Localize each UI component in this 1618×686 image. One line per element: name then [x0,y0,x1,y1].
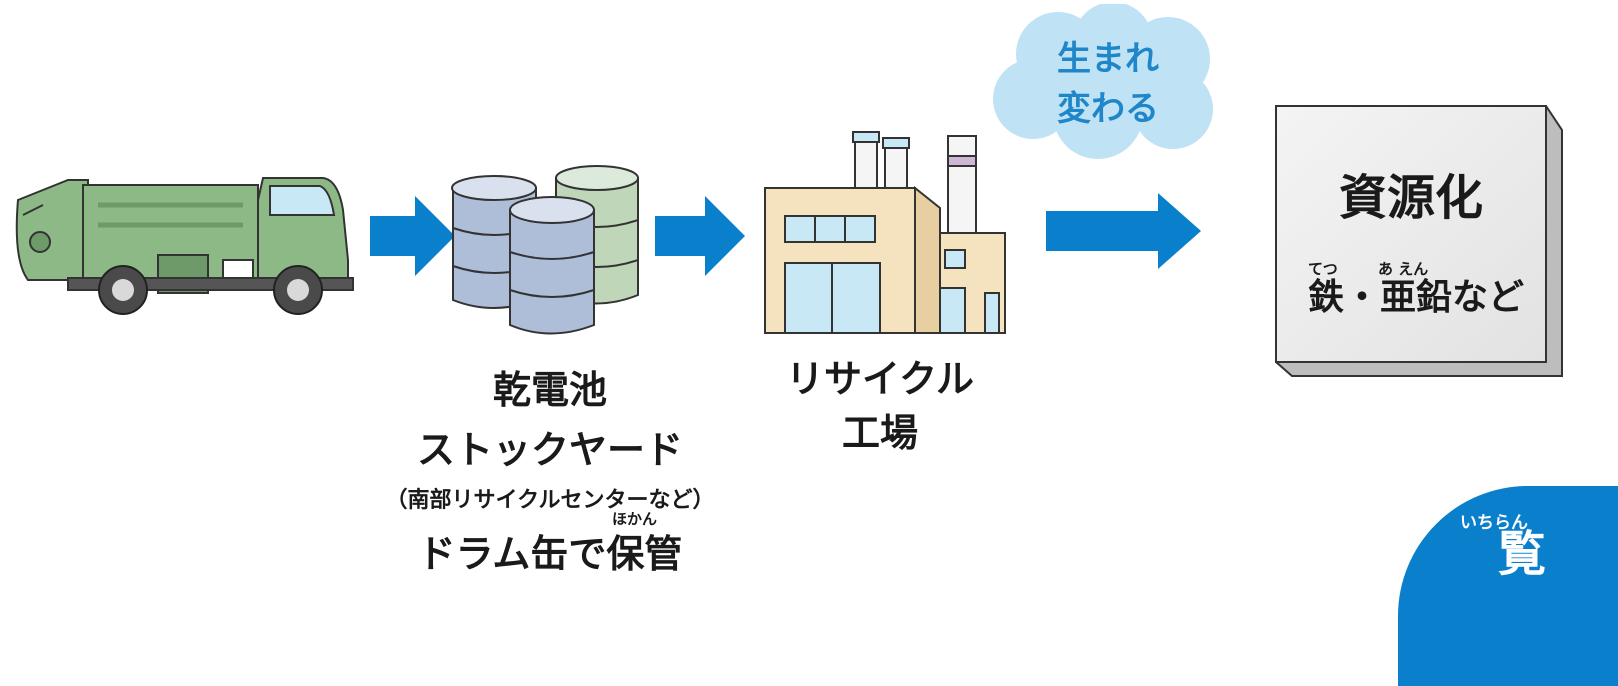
garbage-truck-icon [15,177,354,315]
stock-label-1: 乾電池 [492,368,607,412]
flow-arrow-1 [370,196,455,276]
corner-index-tab[interactable]: いちらん 覧 [1398,486,1618,686]
resource-box-icon [1275,105,1563,377]
cloud-line-1: 生まれ [1057,39,1159,79]
cloud-text: 生まれ 変わる [1018,34,1198,134]
corner-tab-text: 覧 [1498,526,1547,582]
resource-title: 資源化 [1338,170,1483,226]
flow-arrow-2 [655,196,745,276]
factory-label-1: リサイクル [785,357,975,401]
drum-barrels-icon [451,165,639,335]
factory-label-2: 工場 [841,411,918,455]
stock-label-2: ストックヤード [416,428,683,472]
reborn-cloud [993,4,1213,159]
recycling-factory-icon [764,131,1006,334]
ruby-hokan: ほかん [612,510,658,528]
ruby-tetsu: てつ [1308,260,1338,278]
resource-examples: 鉄・亜鉛など [1308,277,1525,318]
ruby-aen: あ えん [1378,260,1429,278]
stock-label-3: ドラム缶で保管 [417,532,683,576]
stock-note: （南部リサイクルセンターなど） [385,488,715,513]
cloud-line-2: 変わる [1057,89,1159,129]
flow-arrow-3 [1046,193,1201,269]
corner-tab-ruby: いちらん [1460,513,1528,533]
